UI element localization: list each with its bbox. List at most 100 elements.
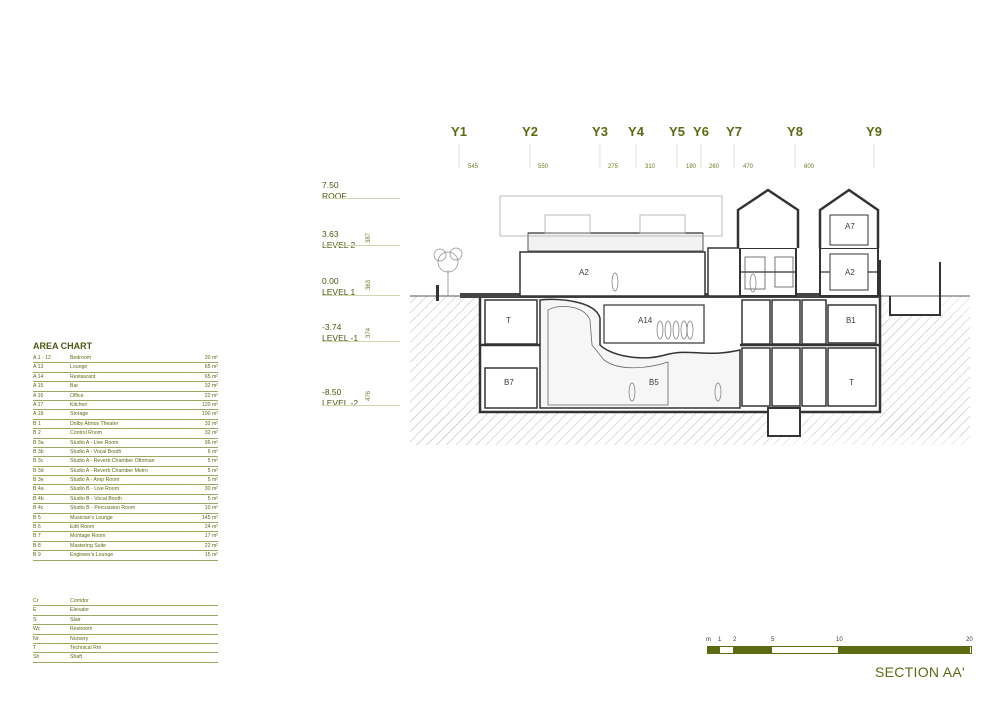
room-name: Lounge — [70, 364, 88, 371]
axis-y9: Y9 — [866, 124, 882, 139]
room-code: B 4a — [33, 486, 44, 493]
level-line — [322, 245, 400, 246]
room-name: Studio A - Live Room — [70, 439, 119, 446]
studio-cave — [539, 298, 741, 409]
room-area: 22 m² — [204, 392, 218, 399]
room-t-right — [827, 347, 877, 407]
room-code: A 13 — [33, 364, 44, 371]
axis-grid-lines — [458, 144, 875, 168]
background-window — [544, 214, 591, 234]
room-code: B 2 — [33, 430, 41, 437]
room-name: Dolby Atmos Theater — [70, 420, 119, 427]
studio-cave-inner — [547, 305, 669, 406]
axis-dim-3: 275 — [608, 164, 619, 170]
room-code: B 3c — [33, 458, 44, 465]
room-code: B 3a — [33, 439, 44, 446]
level-line — [322, 198, 400, 199]
room-area: 5 m² — [207, 467, 218, 474]
tower-window — [774, 256, 794, 288]
scale-tick: 5 — [771, 637, 775, 643]
room-label-b5: B5 — [649, 378, 659, 387]
room-area: 15 m² — [204, 552, 218, 559]
axis-dim-7: 470 — [743, 164, 754, 170]
room-name: Studio B - Vocal Booth — [70, 495, 122, 502]
axis-y6: Y6 — [693, 124, 709, 139]
axis-y3: Y3 — [592, 124, 608, 139]
room-name: Engineer's Lounge — [70, 552, 114, 559]
level-minus-1: -3.74 LEVEL -1 — [322, 322, 358, 344]
area-chart-row: B 1 Dolby Atmos Theater 32 m² — [33, 420, 218, 430]
legend-row: Nr Nursery — [33, 635, 218, 644]
legend-name: Technical Rm — [70, 644, 102, 651]
legend-code: Wc — [33, 626, 41, 633]
room-code: A 17 — [33, 401, 44, 408]
room-name: Musician's Lounge — [70, 514, 113, 521]
room-label-a14: A14 — [638, 316, 653, 325]
background-building — [499, 195, 723, 237]
level-line — [322, 341, 400, 342]
legend-code: Cr — [33, 598, 39, 604]
room-area: 10 m² — [204, 505, 218, 512]
room-name: Storage — [70, 411, 89, 418]
background-window — [639, 214, 686, 234]
room-code: A 16 — [33, 392, 44, 399]
room-name: Edit Room — [70, 524, 95, 531]
room-label-a2-upper: A2 — [845, 268, 855, 277]
scale-tick: 10 — [836, 637, 843, 643]
room-code: B 1 — [33, 420, 41, 427]
legend-code: Nr — [33, 635, 39, 642]
level-name: LEVEL -1 — [322, 333, 359, 343]
scale-bar-segment — [838, 646, 970, 653]
room-name: Bedroom — [70, 355, 92, 361]
room-area: 5 m² — [207, 477, 218, 484]
room-code: B 3e — [33, 477, 44, 484]
room-name: Mastering Suite — [70, 542, 107, 549]
axis-dim-2: 550 — [538, 164, 549, 170]
ground-hatch-bottom — [410, 412, 970, 445]
level-roof: 7.50 ROOF — [322, 180, 347, 202]
left-post — [436, 285, 439, 301]
level-elev: 7.50 — [322, 180, 339, 190]
room-area: 20 m² — [204, 355, 218, 361]
courtyard-wall — [879, 260, 941, 316]
room-name: Studio B - Percussion Room — [70, 505, 136, 512]
room-code: A 14 — [33, 373, 44, 380]
room-code: B 3b — [33, 448, 44, 455]
room-area: 24 m² — [204, 524, 218, 531]
room-area: 32 m² — [204, 420, 218, 427]
room-area: 5 m² — [207, 495, 218, 502]
room-area: 65 m² — [204, 364, 218, 371]
room-code: B 8 — [33, 542, 41, 549]
legend-name: Shaft — [70, 654, 83, 661]
level-minus-2: -8.50 LEVEL -2 — [322, 387, 358, 409]
section-title: SECTION AA' — [875, 664, 965, 680]
axis-dim-6: 260 — [709, 164, 720, 170]
room-label-t-right: T — [849, 378, 854, 387]
legend-code: S — [33, 616, 37, 623]
legend-name: Nursery — [70, 635, 89, 642]
room-code: A 18 — [33, 411, 44, 418]
level-name: LEVEL 1 — [322, 287, 356, 297]
room-area: 65 m² — [204, 373, 218, 380]
basement-pit — [767, 407, 801, 437]
axis-dim-4: 310 — [645, 164, 656, 170]
level-name: LEVEL -2 — [322, 398, 359, 408]
room-stack-4 — [741, 347, 771, 407]
level-line — [322, 405, 400, 406]
people-figures — [611, 272, 757, 402]
room-code: B 7 — [33, 533, 41, 540]
room-name: Montage Room — [70, 533, 106, 540]
